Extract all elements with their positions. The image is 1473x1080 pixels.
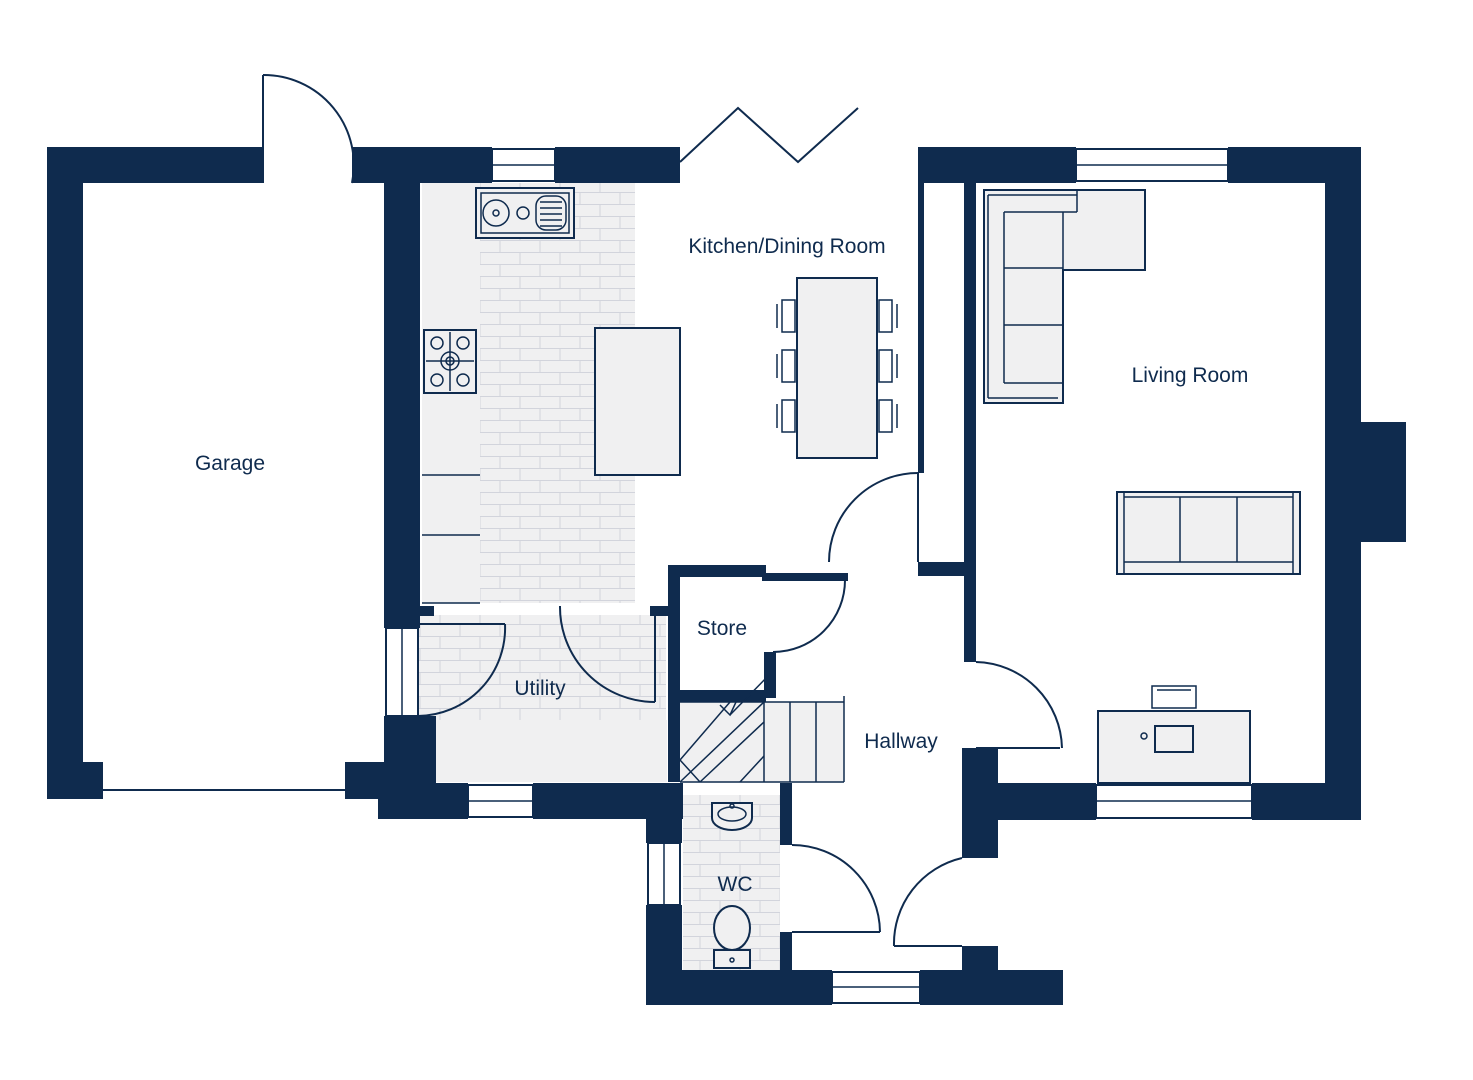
room-label-hallway: Hallway <box>864 730 938 753</box>
garage-side-door <box>262 73 355 184</box>
room-label-kitchen-dining: Kitchen/Dining Room <box>688 235 885 258</box>
kitchen-hall-door <box>828 472 919 563</box>
living-door <box>975 661 1063 749</box>
wc-door <box>791 844 881 933</box>
desk-icon <box>1097 685 1251 784</box>
room-label-store: Store <box>697 617 747 640</box>
front-door <box>892 857 963 947</box>
gas-hob-icon <box>423 329 477 394</box>
kitchen-island-icon <box>594 327 681 476</box>
sofa-icon <box>1116 491 1301 575</box>
utility-worktop <box>435 720 667 782</box>
utility-door <box>417 623 507 717</box>
room-label-living: Living Room <box>1132 364 1249 387</box>
store-door <box>772 579 846 653</box>
windows <box>385 148 1253 1004</box>
bifold-doors <box>679 106 859 164</box>
kitchen-sink-icon <box>475 187 575 239</box>
room-label-wc: WC <box>718 873 753 896</box>
staircase-icon <box>679 673 845 783</box>
walls <box>47 147 1406 1005</box>
room-label-garage: Garage <box>195 452 265 475</box>
toilet-icon <box>713 905 751 969</box>
utility-kitchen-door <box>558 605 656 703</box>
corner-sofa-icon <box>983 189 1146 404</box>
room-label-utility: Utility <box>514 677 566 700</box>
basin-icon <box>711 802 753 831</box>
utility-tiled-floor <box>418 615 666 720</box>
dining-table-icon <box>776 277 898 459</box>
kitchen-units <box>422 474 480 604</box>
